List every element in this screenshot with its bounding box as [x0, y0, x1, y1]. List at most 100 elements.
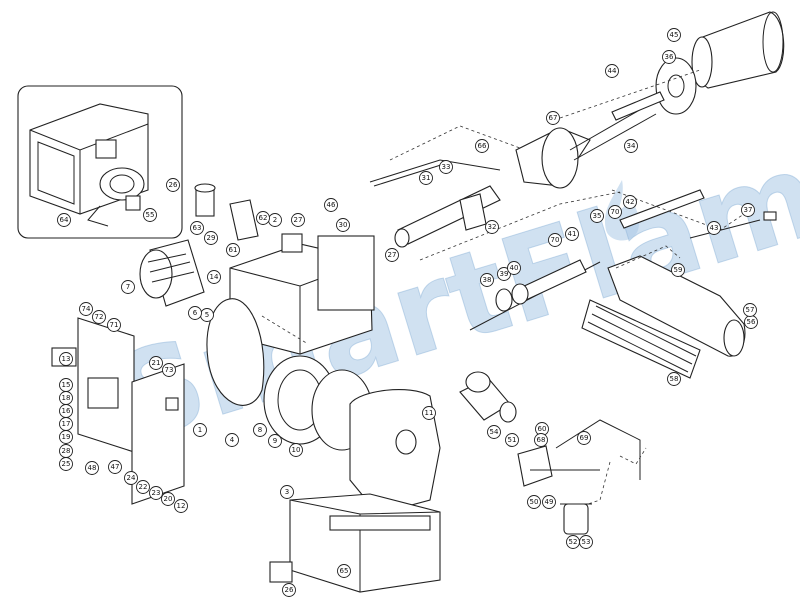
callout-label: 49 [545, 498, 554, 506]
callout-67: 67 [546, 111, 560, 125]
callout-label: 19 [62, 433, 71, 441]
callout-label: 44 [608, 67, 617, 75]
callout-label: 9 [273, 437, 277, 445]
callout-circle [166, 178, 180, 192]
callout-7: 7 [121, 280, 135, 294]
blast-tube [691, 11, 785, 89]
callout-circle [143, 208, 157, 222]
callout-circle [385, 248, 399, 262]
callout-59: 59 [671, 263, 685, 277]
callout-label: 26 [285, 586, 294, 594]
callout-label: 24 [127, 474, 136, 482]
callout-label: 15 [62, 381, 71, 389]
callout-circle [624, 139, 638, 153]
callout-11: 11 [422, 406, 436, 420]
callout-label: 50 [530, 498, 539, 506]
callout-circle [548, 233, 562, 247]
callout-74: 74 [79, 302, 93, 316]
callout-label: 47 [111, 463, 120, 471]
callout-58: 58 [667, 372, 681, 386]
callout-40: 40 [507, 261, 521, 275]
oil-preheater [581, 255, 746, 379]
callout-label: 35 [593, 212, 602, 220]
inset-detail-view [17, 85, 183, 239]
callout-circle [534, 433, 548, 447]
callout-63: 63 [190, 221, 204, 235]
callout-label: 70 [551, 236, 560, 244]
callout-41: 41 [565, 227, 579, 241]
callout-label: 57 [746, 306, 755, 314]
callout-49: 49 [542, 495, 556, 509]
callout-circle [419, 171, 433, 185]
callout-72: 72 [92, 310, 106, 324]
oil-pump [517, 419, 641, 487]
callout-47: 47 [108, 460, 122, 474]
callout-label: 65 [340, 567, 349, 575]
callout-circle [542, 495, 556, 509]
callout-label: 61 [229, 246, 238, 254]
callout-circle [507, 261, 521, 275]
callout-label: 11 [425, 409, 434, 417]
callout-circle [121, 280, 135, 294]
callout-71: 71 [107, 318, 121, 332]
callout-label: 39 [500, 270, 509, 278]
callout-5: 5 [200, 308, 214, 322]
callout-66: 66 [475, 139, 489, 153]
callout-circle [707, 221, 721, 235]
callout-label: 53 [582, 538, 591, 546]
callout-circle [161, 492, 175, 506]
callout-circle [422, 406, 436, 420]
callout-21: 21 [149, 356, 163, 370]
callout-label: 18 [62, 394, 71, 402]
callout-circle [59, 444, 73, 458]
callout-label: 68 [537, 436, 546, 444]
callout-label: 27 [388, 251, 397, 259]
callout-15: 15 [59, 378, 73, 392]
part-callouts: 1234567891011121314151617181920212223242… [57, 28, 758, 597]
callout-circle [324, 198, 338, 212]
callout-label: 28 [62, 447, 71, 455]
callout-1: 1 [193, 423, 207, 437]
callout-label: 52 [569, 538, 578, 546]
callout-label: 58 [670, 375, 679, 383]
callout-label: 43 [710, 224, 719, 232]
callout-label: 23 [152, 489, 161, 497]
callout-label: 69 [580, 434, 589, 442]
callout-circle [108, 460, 122, 474]
callout-circle [527, 495, 541, 509]
callout-label: 70 [611, 208, 620, 216]
callout-circle [79, 302, 93, 316]
callout-label: 64 [60, 216, 69, 224]
callout-circle [174, 499, 188, 513]
callout-46: 46 [324, 198, 338, 212]
callout-circle [136, 480, 150, 494]
callout-circle [226, 243, 240, 257]
callout-6: 6 [188, 306, 202, 320]
callout-57: 57 [743, 303, 757, 317]
callout-circle [59, 352, 73, 366]
air-tube [394, 185, 501, 248]
callout-label: 2 [273, 216, 277, 224]
callout-label: 6 [193, 309, 198, 317]
callout-51: 51 [505, 433, 519, 447]
callout-circle [475, 139, 489, 153]
callout-16: 16 [59, 404, 73, 418]
callout-circle [190, 221, 204, 235]
callout-circle [671, 263, 685, 277]
callout-circle [253, 423, 267, 437]
callout-label: 33 [442, 163, 451, 171]
callout-65: 65 [337, 564, 351, 578]
callout-label: 56 [747, 318, 756, 326]
callout-circle [188, 306, 202, 320]
callout-54: 54 [487, 425, 501, 439]
callout-27: 27 [291, 213, 305, 227]
ignition-electrode [369, 159, 501, 187]
callout-circle [741, 203, 755, 217]
callout-44: 44 [605, 64, 619, 78]
callout-circle [662, 50, 676, 64]
callout-14: 14 [207, 270, 221, 284]
callout-53: 53 [579, 535, 593, 549]
callout-label: 41 [568, 230, 577, 238]
callout-circle [57, 213, 71, 227]
callout-circle [667, 372, 681, 386]
